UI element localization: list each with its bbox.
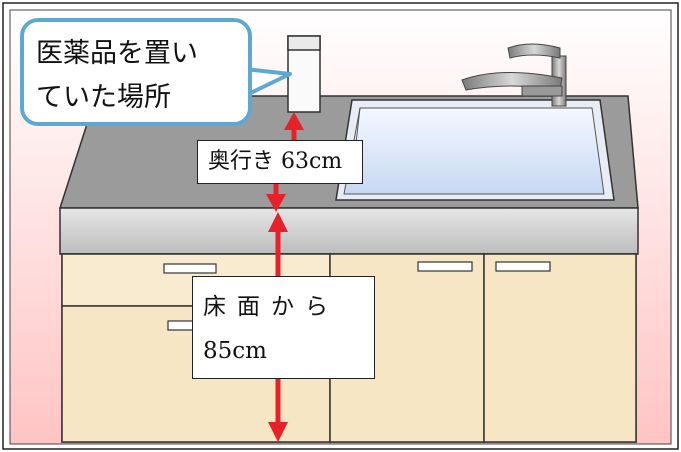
medicine-location-callout: 医薬品を置い ていた場所 xyxy=(20,18,252,126)
countertop-edge xyxy=(59,207,639,255)
medicine-bottle xyxy=(287,35,321,113)
callout-line-1: 医薬品を置い xyxy=(36,38,198,69)
callout-line-2: ていた場所 xyxy=(36,82,171,113)
handle xyxy=(495,261,551,272)
height-label-line-2: 85cm xyxy=(203,338,267,364)
height-label: 床面から 85cm xyxy=(192,276,375,379)
depth-label: 奥行き 63cm xyxy=(197,140,363,184)
height-arrow xyxy=(268,212,288,442)
handle xyxy=(417,261,473,272)
handle xyxy=(163,263,217,274)
door-right xyxy=(483,253,637,443)
height-label-line-1: 床面から xyxy=(203,294,339,320)
faucet xyxy=(461,43,567,107)
